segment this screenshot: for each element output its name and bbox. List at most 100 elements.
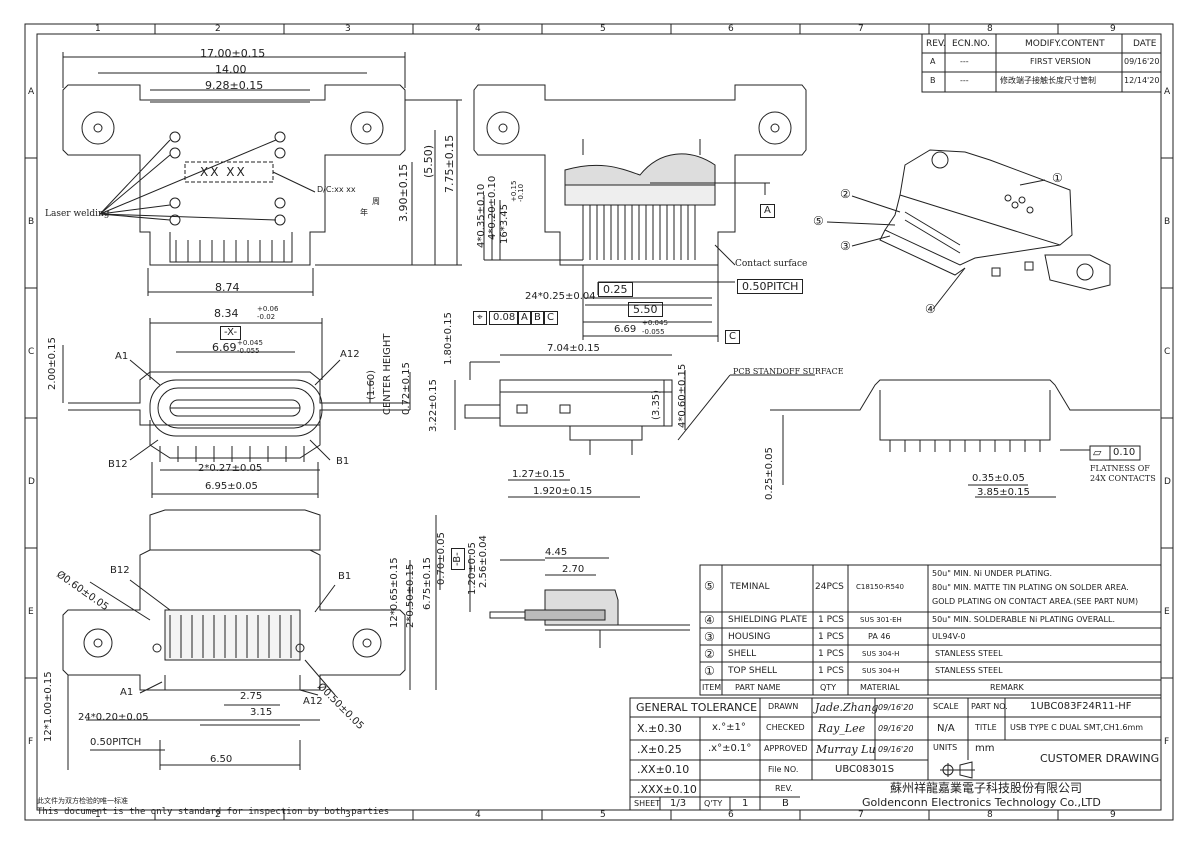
general-tolerance-label: GENERAL TOLERANCE [636, 701, 758, 714]
rev-cell: --- [960, 76, 969, 85]
dim-label: 4*0.20±0.10 [487, 175, 498, 240]
approved-date: 09/16'20 [878, 745, 914, 754]
bom-remark: STANLESS STEEL [935, 666, 1003, 675]
dc-year: 年 [360, 208, 368, 217]
bottom-view [62, 509, 471, 770]
rev-cell: --- [960, 57, 969, 66]
zone-label: C [28, 347, 35, 357]
dim-label: 0.25±0.05 [764, 447, 775, 500]
zone-label: 9 [1110, 24, 1116, 34]
bom-remark: 80u" MIN. MATTE TIN PLATING ON SOLDER AR… [932, 583, 1129, 592]
bom-item-no: ⑤ [704, 579, 715, 593]
bom-qty: 1 PCS [818, 649, 845, 659]
pin-label: B12 [108, 459, 128, 470]
flatness-note: FLATNESS OF [1090, 464, 1150, 473]
front-view [62, 318, 411, 498]
approved-by: Murray Lu [816, 743, 876, 756]
dc-week: 周 [372, 197, 380, 206]
zone-label: 8 [987, 810, 993, 820]
bom-part-name: TOP SHELL [728, 666, 778, 676]
dim-label: 3.90±0.15 [397, 163, 410, 222]
rev-cell: B [930, 76, 936, 85]
bom-material: SUS 304-H [862, 650, 900, 658]
dim-label: 0.50PITCH [90, 737, 142, 748]
dim-label: 3.85±0.15 [977, 487, 1030, 498]
checked-label: CHECKED [766, 723, 805, 732]
zone-label: 2 [215, 24, 221, 34]
datum-x: -X- [220, 326, 242, 340]
tolerance-value: X.±0.30 [637, 722, 682, 735]
bom-qty: 1 PCS [818, 632, 845, 642]
zone-label: B [28, 217, 35, 227]
dim-label: 2.56±0.04 [478, 535, 489, 588]
side-view [454, 354, 815, 498]
units-value: mm [975, 743, 995, 754]
dim-tol: +0.06 [257, 305, 279, 313]
rev-cell: 修改端子接触长度尺寸管制 [1000, 76, 1096, 85]
zone-label: 3 [345, 810, 351, 820]
bom-part-name: SHIELDING PLATE [728, 615, 808, 625]
zone-label: B [1164, 217, 1171, 227]
footer-note-cn: 此文件为双方检验的唯一标准 [37, 797, 128, 805]
zone-label: E [28, 607, 34, 617]
zone-label: 2 [215, 810, 221, 820]
file-no-label: File NO. [768, 765, 799, 774]
zone-label: 1 [95, 24, 101, 34]
isometric-view [826, 149, 1111, 310]
balloon-2: ② [840, 187, 851, 201]
pin-label: B1 [336, 456, 350, 467]
units-label: UNITS [933, 743, 958, 752]
dim-label: 1.27±0.15 [512, 469, 565, 480]
company-name-cn: 蘇州祥龍嘉業電子科技股份有限公司 [890, 781, 1083, 795]
datum-a: A [760, 204, 775, 218]
dim-label: 8.74 [215, 281, 240, 294]
dim-label: 6.50 [210, 754, 233, 765]
zone-label: 9 [1110, 810, 1116, 820]
approved-label: APPROVED [764, 744, 808, 753]
tolerance-value: .X±0.25 [637, 743, 682, 756]
bom-header: QTY [820, 683, 837, 692]
tol-frame-datum: A [517, 311, 532, 325]
zone-label: 4 [475, 810, 481, 820]
pcb-standoff-label: PCB STANDOFF SURFACE [733, 367, 844, 376]
dim-label: 24*0.25±0.04 [525, 291, 596, 302]
drawn-by: Jade.Zhang [815, 701, 879, 714]
dim-label: 1.80±0.15 [443, 312, 454, 365]
dim-tol: -0.055 [642, 328, 665, 336]
balloon-3: ③ [840, 239, 851, 253]
bom-qty: 24PCS [815, 582, 844, 592]
bom-header: ITEM [702, 683, 722, 692]
bom-header: MATERIAL [860, 683, 900, 692]
top-view-outline [62, 84, 406, 266]
dc-label: D/C:xx xx [317, 185, 356, 194]
bom-remark: 50u" MIN. SOLDERABLE Ni PLATING OVERALL. [932, 615, 1115, 624]
part-no-label: PART NO. [971, 702, 1008, 711]
zone-label: E [1164, 607, 1170, 617]
dim-label: 0.25 [598, 282, 633, 297]
laser-welding-label: Laser welding [45, 209, 110, 219]
flatness-symbol: ▱ [1093, 446, 1102, 459]
pin-label: B12 [110, 565, 130, 576]
contact-surface-label: Contact surface [735, 259, 808, 269]
dim-label: 3.15 [250, 707, 273, 718]
dim-tol: +0.045 [642, 319, 668, 327]
zone-label: 8 [987, 24, 993, 34]
dim-label: 5.50 [628, 302, 663, 317]
balloon-5: ⑤ [813, 214, 824, 228]
zone-label: 7 [858, 24, 864, 34]
dim-label: 8.34 [214, 307, 239, 320]
zone-label: 1 [95, 810, 101, 820]
zone-label: F [1164, 737, 1170, 747]
dim-label: 2.70 [562, 564, 585, 575]
zone-label: 5 [600, 810, 606, 820]
qty-label: Q'TY [704, 799, 723, 808]
sheet-label: SHEET [634, 799, 661, 808]
bom-table-grid [699, 564, 1162, 696]
dim-label: 0.72±0.15 [401, 362, 412, 415]
zone-label: 5 [600, 24, 606, 34]
flatness-value: 0.10 [1113, 447, 1136, 458]
dim-label: 6.69 [212, 341, 237, 354]
tol-frame-symbol: ⌖ [473, 311, 487, 325]
bom-item-no: ③ [704, 630, 715, 644]
tolerance-value: .XX±0.10 [637, 763, 690, 776]
